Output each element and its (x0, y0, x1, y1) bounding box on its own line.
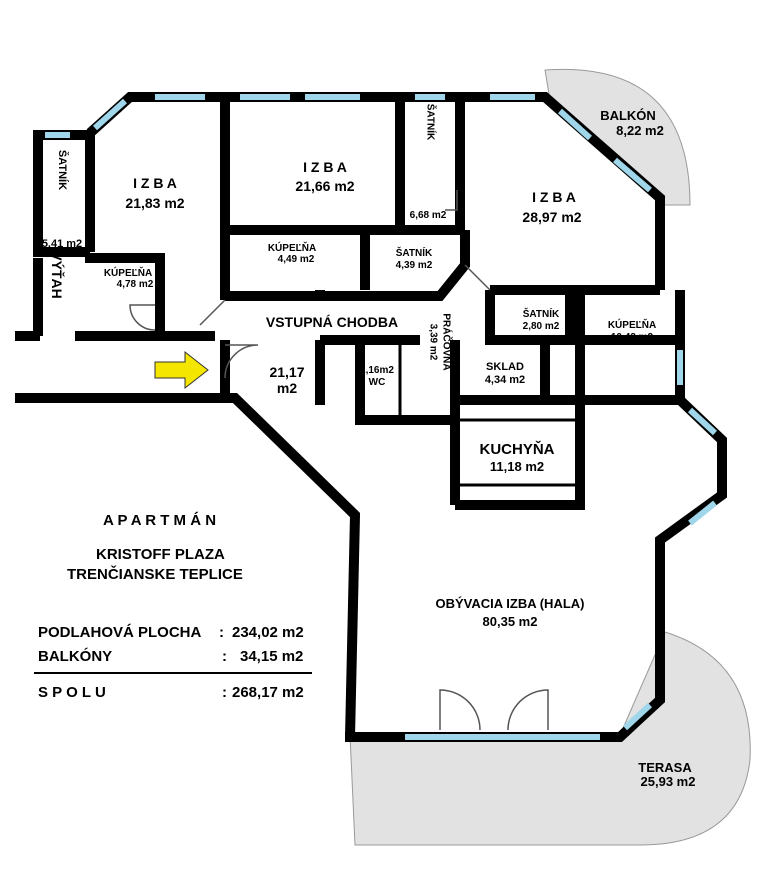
label-pracovna: PRÁČOVŇA (441, 313, 454, 370)
area-balkon: 8,22 m2 (616, 123, 664, 138)
label-terasa: TERASA (638, 760, 692, 775)
doors (129, 190, 549, 731)
balcony-area (544, 68, 691, 206)
label-balkon: BALKÓN (600, 108, 656, 123)
label-izba-2: I Z B A (303, 159, 347, 175)
label-chodba: VSTUPNÁ CHODBA (266, 314, 398, 330)
label-wc: WC (369, 377, 386, 388)
info-row-label: BALKÓNY (38, 648, 113, 665)
area-kupelna-1: 4,78 m2 (117, 279, 154, 290)
label-kupelna-2: KÚPEĽŇA (268, 241, 316, 254)
label-izba-3: I Z B A (532, 189, 576, 205)
room-labels: ŠATNÍK 5,41 m2 VÝŤAH I Z B A 21,83 m2 KÚ… (42, 104, 696, 789)
label-vytah: VÝŤAH (49, 251, 66, 298)
info-total-label: S P O L U (38, 684, 106, 701)
area-chodba: 21,17 (269, 364, 304, 380)
label-kupelna-3: KÚPEĽŇA (608, 318, 656, 331)
info-building: KRISTOFF PLAZA (96, 546, 225, 563)
area-wc: 2,16m2 (360, 365, 394, 376)
label-satnik-mid: ŠATNÍK (425, 104, 438, 141)
label-satnik-small: ŠATNÍK (396, 246, 433, 259)
info-row-sep: : (219, 624, 224, 641)
thin-walls (398, 345, 580, 487)
area-obyvacia: 80,35 m2 (483, 614, 538, 629)
label-satnik-right: ŠATNÍK (523, 307, 560, 320)
info-row-label: PODLAHOVÁ PLOCHA (38, 624, 202, 641)
label-sklad: SKLAD (486, 361, 524, 373)
area-kupelna-2: 4,49 m2 (278, 254, 315, 265)
area-kupelna-3: 10,43 m2 (611, 332, 654, 343)
walls (15, 92, 727, 742)
label-kupelna-1: KÚPEĽŇA (104, 266, 152, 279)
area-sklad: 4,34 m2 (485, 374, 525, 386)
area-chodba-unit: m2 (277, 380, 297, 396)
label-satnik-left: ŠATNÍK (56, 150, 69, 190)
label-obyvacia: OBÝVACIA IZBA (HALA) (435, 596, 584, 611)
label-izba-1: I Z B A (133, 175, 177, 191)
info-row-value: 34,15 m2 (240, 648, 304, 665)
area-satnik-mid: 6,68 m2 (410, 210, 447, 221)
info-divider (34, 672, 312, 674)
info-total-value: 268,17 m2 (232, 684, 304, 701)
area-satnik-right: 2,80 m2 (523, 321, 560, 332)
area-izba-2: 21,66 m2 (295, 178, 354, 194)
info-city: TRENČIANSKE TEPLICE (67, 566, 243, 583)
entrance-arrow-icon (154, 350, 209, 390)
windows (45, 94, 718, 740)
info-total-sep: : (222, 684, 227, 701)
area-izba-3: 28,97 m2 (522, 209, 581, 225)
info-row-value: 234,02 m2 (232, 624, 304, 641)
label-kuchyna: KUCHYŇA (480, 440, 555, 458)
area-terasa: 25,93 m2 (641, 774, 696, 789)
area-izba-1: 21,83 m2 (125, 195, 184, 211)
info-title: A P A R T M Á N (103, 512, 217, 529)
area-pracovna: 3,39 m2 (428, 324, 439, 361)
info-row-sep: : (222, 648, 227, 665)
area-satnik-left: 5,41 m2 (42, 238, 82, 250)
area-kuchyna: 11,18 m2 (490, 459, 544, 474)
area-satnik-small: 4,39 m2 (396, 260, 433, 271)
